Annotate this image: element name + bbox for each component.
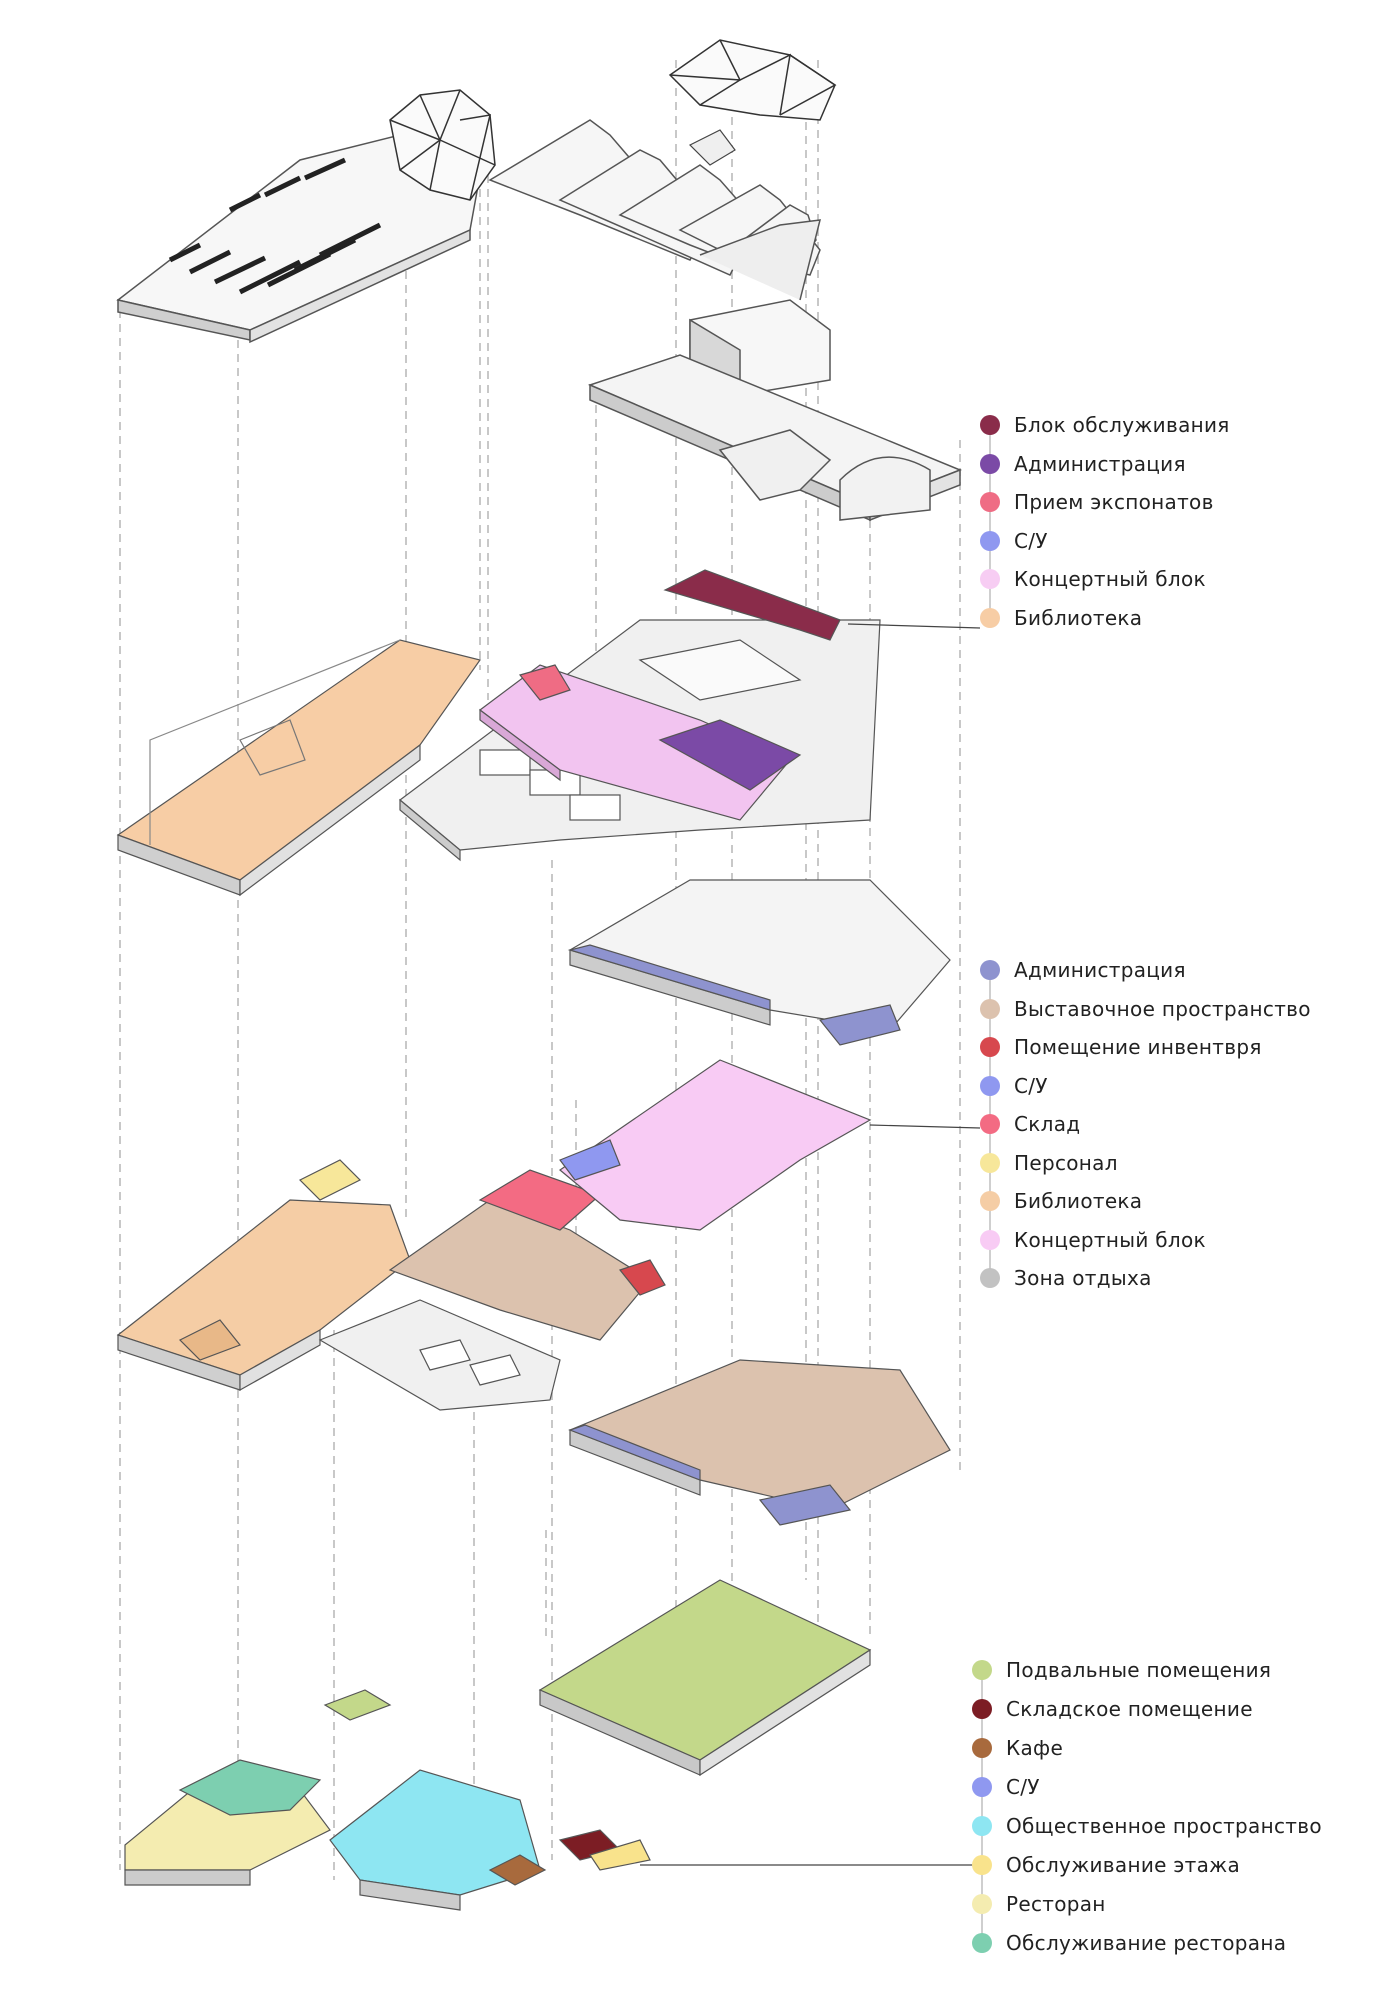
- legend-swatch: [972, 1816, 992, 1836]
- legend-item: Ресторан: [972, 1889, 1106, 1919]
- legend-label: Складское помещение: [1006, 1697, 1253, 1721]
- basement-floor: [323, 1579, 872, 1777]
- legend-swatch: [980, 415, 1000, 435]
- level3-service-block: [663, 569, 841, 641]
- legend-swatch: [980, 1114, 1000, 1134]
- exhibition-upper-floor: [567, 879, 951, 1046]
- legend-item: Общественное пространство: [972, 1811, 1322, 1841]
- legend-item: Обслуживание ресторана: [972, 1928, 1286, 1958]
- legend-label: Ресторан: [1006, 1892, 1106, 1916]
- legend-connector-line: [989, 425, 991, 618]
- left-roof-lantern: [389, 89, 496, 201]
- auditorium-roof-block: [587, 299, 963, 522]
- legend-label: Обслуживание этажа: [1006, 1853, 1241, 1877]
- legend-label: Блок обслуживания: [1014, 413, 1230, 437]
- legend-swatch: [972, 1777, 992, 1797]
- legend-swatch: [972, 1738, 992, 1758]
- ground-floor-service: [589, 1839, 651, 1871]
- legend-item: Персонал: [980, 1148, 1118, 1178]
- legend-item: Складское помещение: [972, 1694, 1253, 1724]
- ground-floor: [124, 1759, 651, 1911]
- legend-item: Администрация: [980, 955, 1186, 985]
- legend-item: Библиотека: [980, 603, 1142, 633]
- floor-plan-level-3: [116, 569, 881, 897]
- legend-item: Администрация: [980, 449, 1186, 479]
- right-sawtooth-roof: [488, 119, 821, 301]
- floor-plan-level-2: [116, 1059, 872, 1411]
- legend-swatch: [980, 1152, 1000, 1173]
- level2-wc-zone: [559, 1139, 621, 1181]
- ground-restaurant-service: [178, 1759, 322, 1816]
- legend-label: С/У: [1014, 528, 1048, 553]
- legend-swatch: [980, 607, 1000, 628]
- legend-label: С/У: [1006, 1775, 1040, 1799]
- legend-swatch: [980, 569, 1000, 589]
- legend-item: Обслуживание этажа: [972, 1850, 1240, 1880]
- legend-swatch: [980, 453, 1000, 474]
- legend-item: Библиотека: [980, 1186, 1142, 1216]
- legend-swatch: [972, 1894, 992, 1914]
- legend-item: С/У: [980, 526, 1048, 556]
- legend-item: Помещение инвентвря: [980, 1032, 1262, 1062]
- legend-label: Подвальные помещения: [1006, 1658, 1272, 1682]
- legend-label: Обслуживание ресторана: [1006, 1931, 1287, 1955]
- legend-item: С/У: [972, 1772, 1040, 1802]
- legend-item: Блок обслуживания: [980, 410, 1230, 440]
- legend-swatch: [972, 1933, 992, 1953]
- legend-swatch: [972, 1699, 992, 1719]
- right-roof-lantern: [668, 39, 837, 121]
- left-pitched-roof: [116, 119, 491, 344]
- level2-concert-block: [559, 1059, 872, 1231]
- legend-swatch: [980, 1191, 1000, 1211]
- legend-item: Концертный блок: [980, 564, 1206, 594]
- legend-label: Прием экспонатов: [1014, 490, 1214, 514]
- legend-item: Зона отдыха: [980, 1263, 1152, 1293]
- legend-label: Кафе: [1006, 1736, 1064, 1760]
- legend-item: Кафе: [972, 1733, 1063, 1763]
- legend-label: Зона отдыха: [1014, 1266, 1152, 1290]
- roof-connector: [688, 129, 736, 166]
- level3-reception-zone: [518, 664, 571, 701]
- legend-item: Подвальные помещения: [972, 1655, 1271, 1685]
- legend-swatch: [980, 492, 1000, 512]
- legend-swatch: [980, 530, 1000, 551]
- legend-swatch: [972, 1660, 992, 1680]
- level2-staff-zone: [298, 1159, 362, 1201]
- roof-level: [116, 39, 837, 344]
- legend-swatch: [980, 1268, 1000, 1288]
- level3-library-wing: [116, 639, 481, 897]
- legend-swatch: [980, 1075, 1000, 1096]
- legend-label: Выставочное пространство: [1014, 996, 1311, 1021]
- legend-label: Персонал: [1014, 1150, 1118, 1175]
- legend-label: Склад: [1014, 1112, 1081, 1136]
- legend-item: Склад: [980, 1109, 1080, 1139]
- exhibition-lower-floor: [568, 1359, 951, 1526]
- legend-item: Прием экспонатов: [980, 487, 1214, 517]
- legend-swatch: [980, 1229, 1000, 1250]
- level3-admin-zone: [658, 719, 802, 791]
- level2-inventory-room: [618, 1259, 666, 1296]
- legend-label: Общественное пространство: [1006, 1814, 1322, 1838]
- legend-label: Библиотека: [1014, 1189, 1143, 1213]
- legend-swatch: [980, 1037, 1000, 1057]
- legend-label: Концертный блок: [1014, 567, 1206, 591]
- legend-label: Помещение инвентвря: [1014, 1035, 1262, 1059]
- level2-library-wing: [116, 1199, 411, 1392]
- legend-swatch: [972, 1855, 992, 1875]
- level3-stage-area: [638, 639, 802, 701]
- legend-item: Выставочное пространство: [980, 994, 1311, 1024]
- legend-item: Концертный блок: [980, 1225, 1206, 1255]
- legend-swatch: [980, 998, 1000, 1019]
- legend-leader-lines: [640, 623, 981, 1866]
- legend-item: С/У: [980, 1071, 1048, 1101]
- legend-label: С/У: [1014, 1073, 1048, 1098]
- legend-label: Администрация: [1014, 451, 1186, 476]
- legend-label: Концертный блок: [1014, 1227, 1206, 1252]
- ground-cafe-zone: [488, 1854, 547, 1886]
- legend-label: Библиотека: [1014, 605, 1143, 630]
- legend-label: Администрация: [1014, 958, 1186, 982]
- legend-connector-line: [981, 1670, 983, 1943]
- legend-swatch: [980, 960, 1000, 980]
